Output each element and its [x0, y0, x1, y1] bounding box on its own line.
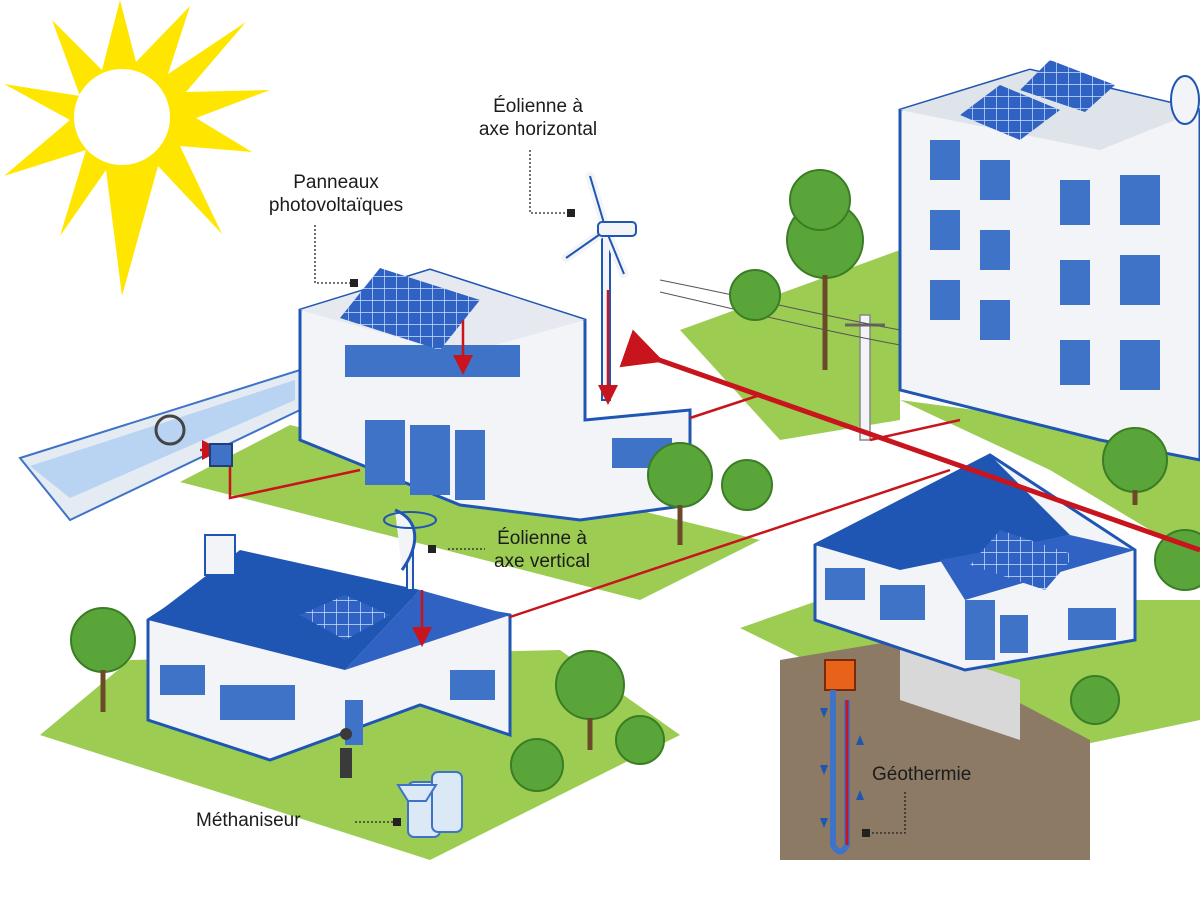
- label-horizontal-wind-turbine: Éolienne à axe horizontal: [448, 95, 628, 141]
- label-pv-line2: photovoltaïques: [268, 195, 404, 216]
- wind-turbine-icon: [561, 171, 637, 401]
- methanizer-tank-icon: [396, 771, 463, 838]
- label-geothermie: Géothermie: [872, 764, 972, 785]
- modern-house: [298, 268, 692, 522]
- apartment-building: [898, 60, 1200, 462]
- label-vertical-wind-turbine: Éolienne à axe vertical: [462, 527, 622, 573]
- label-photovoltaic-panels: Panneaux photovoltaïques: [246, 171, 426, 217]
- label-methaniseur: Méthaniseur: [196, 810, 301, 831]
- sun-icon: [4, 0, 270, 296]
- tree-icon: [70, 169, 1200, 792]
- label-wind-v-line1: Éolienne à: [497, 528, 587, 549]
- satellite-dish-icon: [1170, 75, 1200, 125]
- label-wind-h-line1: Éolienne à: [493, 96, 583, 117]
- ground-cutaway: [780, 640, 1090, 860]
- label-pv-line1: Panneaux: [293, 172, 379, 193]
- label-wind-h-line2: axe horizontal: [478, 119, 598, 140]
- power-pole-icon: [659, 279, 901, 441]
- solar-panel-icon: [300, 595, 390, 640]
- vertical-turbine-icon: [383, 508, 437, 591]
- person-icon: [340, 728, 353, 778]
- house-right: [813, 453, 1137, 672]
- water-channel: [18, 368, 301, 522]
- inverter-box-icon: [209, 443, 233, 467]
- geothermal-probe-icon: [820, 659, 864, 855]
- water-wheel-icon: [154, 414, 186, 446]
- leader-lines: [314, 150, 906, 834]
- energy-flow-lines: [200, 290, 1200, 647]
- label-wind-v-line2: axe vertical: [493, 551, 591, 572]
- solar-panel-icon: [960, 60, 1115, 140]
- solar-panel-icon: [340, 268, 480, 350]
- solar-panel-icon: [970, 530, 1075, 590]
